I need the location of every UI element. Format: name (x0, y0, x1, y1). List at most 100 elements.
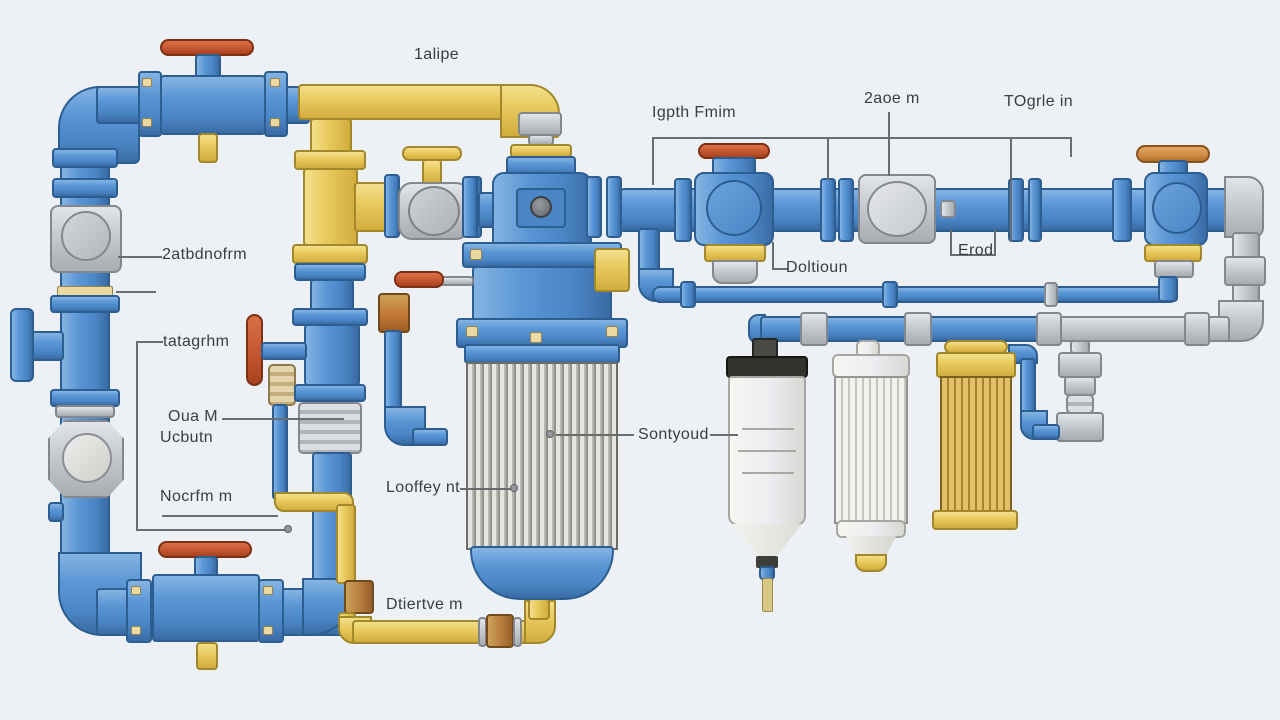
leader-line (118, 256, 162, 258)
side-valve-bonnet (268, 364, 296, 406)
flange-bolt (142, 118, 152, 127)
meter-left-flange2 (838, 178, 854, 242)
leader-line (994, 230, 996, 256)
lineB-coupling (1184, 312, 1210, 346)
vessel-left-flange (462, 176, 478, 238)
side-valve-stem (261, 342, 307, 360)
vent-fitting-block (378, 293, 410, 333)
regulator-mid (1064, 376, 1096, 396)
vessel-bottom-bowl (470, 546, 614, 600)
pressure-gauge-dial (61, 211, 111, 261)
lineB-coupling (904, 312, 932, 346)
vessel-filter-element (466, 362, 618, 550)
label-bottom-port: Doltioun (786, 259, 848, 276)
flange-bolt (470, 249, 482, 260)
canister-cone (732, 524, 802, 558)
lineA-sensor-nub (1044, 282, 1058, 307)
lineB-coupling (800, 312, 828, 346)
spool-ribbed-collar (298, 402, 362, 454)
drain-yellow-jog (274, 492, 354, 512)
top-valve-drain-stub (198, 133, 218, 163)
label-mid-line2: Ucbutn (160, 429, 214, 446)
leader-line (116, 291, 156, 293)
lineA-pipe (652, 286, 1178, 303)
valve2-bottom-cap (712, 260, 758, 284)
label-top-pipe: 1alipe (414, 46, 460, 63)
vessel-right-flange (586, 176, 602, 238)
outlet-flange (1008, 178, 1024, 242)
canister-level-line (742, 472, 794, 474)
leader-line (136, 341, 138, 531)
flange-bolt (131, 626, 141, 635)
label-meter: 2aoe m (864, 90, 920, 107)
vessel-mid-body (472, 266, 612, 322)
leader-line (460, 488, 514, 490)
drain-coupling (344, 580, 374, 614)
flow-meter-window (867, 181, 927, 237)
vessel-sight-port (530, 196, 552, 218)
label-mid-line1: Oua M (168, 408, 219, 425)
regulator-ribbed (1066, 394, 1094, 414)
leader-line (950, 254, 996, 256)
leader-line (162, 515, 278, 517)
left-stub-flange (10, 308, 34, 382)
pleated-filter-tip (855, 554, 887, 572)
leader-dot (510, 484, 518, 492)
leader-line (652, 139, 654, 185)
valve3-face (1152, 182, 1202, 234)
flange-bolt (530, 332, 542, 343)
pipe-sensor-nub (940, 200, 956, 218)
leader-line (772, 268, 788, 270)
pleated-filter-body (834, 376, 908, 524)
riser-gray-band (55, 405, 115, 418)
feed-stub (1032, 424, 1060, 440)
label-filter-body: Looffey nt (386, 479, 460, 496)
riser-side-tab (48, 502, 64, 522)
flange-bolt (263, 626, 273, 635)
flange-bolt (466, 326, 478, 337)
spool-pipe (310, 279, 354, 311)
label-strainer: Sontyoud (638, 426, 709, 443)
label-inlet-section: Igpth Fmim (652, 104, 737, 121)
leader-line (950, 230, 952, 256)
drain-union (486, 614, 514, 648)
leader-line (710, 434, 738, 436)
tee-body (303, 168, 358, 246)
yellow-header-pipe (298, 84, 530, 120)
drain-up-stem (528, 598, 550, 620)
top-valve-body (160, 75, 266, 135)
regulator-body (1058, 352, 1102, 378)
label-drain: Dtiertve m (386, 596, 463, 613)
leader-line (136, 529, 286, 531)
leader-line (137, 341, 163, 343)
flange-bolt (606, 326, 618, 337)
canister-cap (726, 356, 808, 378)
label-sensor: Erod (958, 242, 994, 259)
pleated-filter-base (836, 520, 906, 538)
pleated-filter-cone (846, 536, 896, 558)
tee-upper-stem (310, 118, 352, 154)
canister-level-line (738, 450, 796, 452)
lineA-coupling (882, 281, 898, 308)
gold-filter-collar (936, 352, 1016, 378)
vent-elbow (384, 406, 426, 446)
valve2-face (706, 180, 762, 236)
canister-level-line (742, 428, 794, 430)
lineB-coupling (1036, 312, 1062, 346)
leader-line (888, 112, 890, 176)
return-coupling (1224, 256, 1266, 286)
vessel-skirt (464, 344, 620, 364)
canister-drain-stub (762, 578, 773, 612)
canister-drain-ring (756, 556, 778, 568)
lineA-coupling (680, 281, 696, 308)
vent-down-pipe (384, 330, 402, 414)
check-gauge-dial (62, 433, 112, 483)
tee-branch-arm (354, 182, 388, 232)
leader-dot (284, 525, 292, 533)
flange-bolt (263, 586, 273, 595)
meter-left-flange (820, 178, 836, 242)
label-outlet-section: TOgrle in (1004, 93, 1074, 110)
vent-valve-lever (394, 271, 444, 288)
pleated-filter-cap (832, 354, 910, 378)
gold-filter-body (940, 376, 1012, 514)
